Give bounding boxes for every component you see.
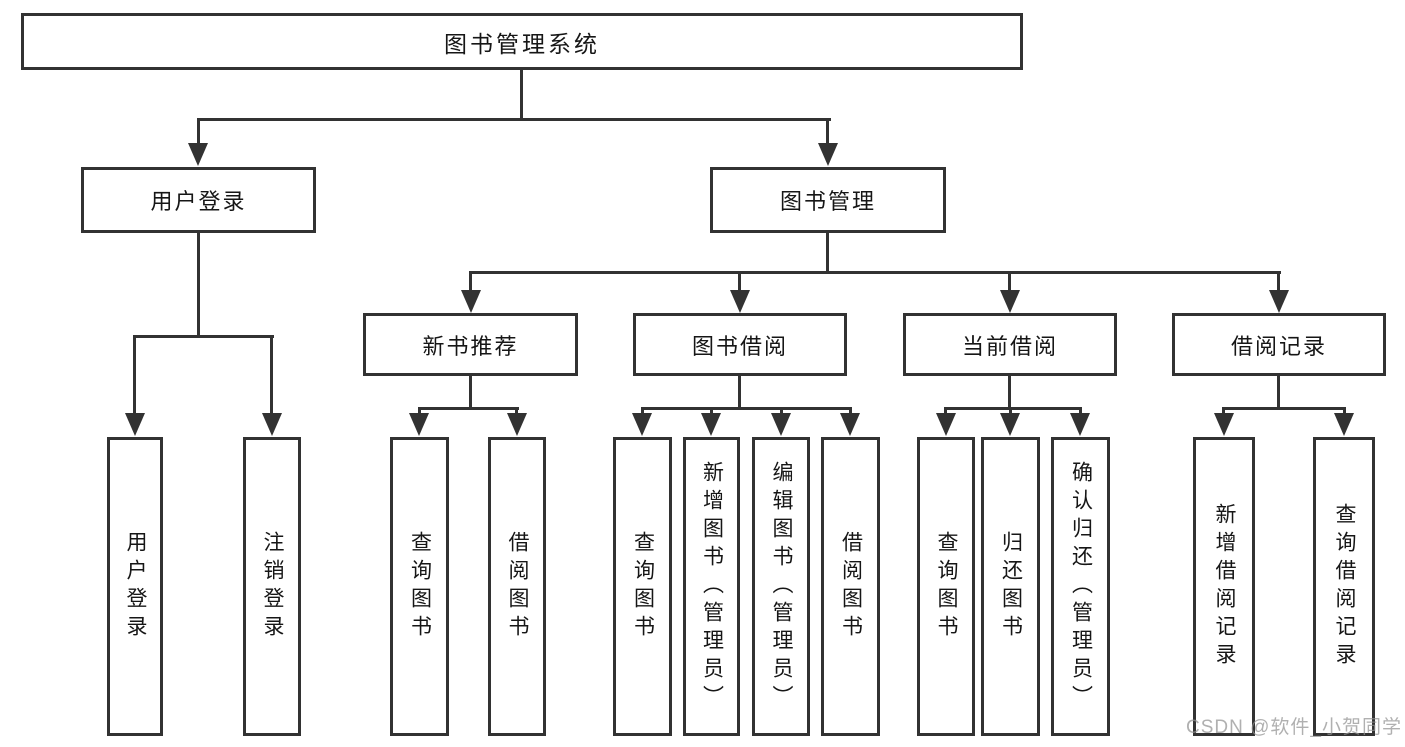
- leaf-label: 新增图书（管理员）: [700, 460, 724, 713]
- connector-vline: [1222, 407, 1225, 417]
- connector-vline: [826, 118, 829, 150]
- leaf-label: 查询图书: [935, 530, 958, 643]
- connector-hline: [133, 335, 274, 338]
- node-label: 当前借阅: [961, 333, 1058, 359]
- leaf-user-login: 用户登录: [107, 437, 163, 736]
- arrowhead-down-icon: [1000, 290, 1020, 313]
- arrowhead-down-icon: [730, 290, 750, 313]
- connector-vline: [1079, 407, 1082, 417]
- connector-vline: [780, 407, 783, 417]
- connector-vline: [849, 407, 852, 417]
- arrowhead-down-icon: [262, 413, 282, 436]
- leaf-label: 查询图书: [408, 530, 432, 643]
- leaf-query-books-current: 查询图书: [917, 437, 975, 736]
- leaf-label: 借阅图书: [839, 530, 863, 643]
- connector-vline: [1009, 407, 1012, 417]
- arrowhead-down-icon: [461, 290, 481, 313]
- leaf-label: 归还图书: [999, 530, 1023, 643]
- leaf-logout: 注销登录: [243, 437, 301, 736]
- node-label: 图书管理系统: [444, 30, 600, 57]
- node-label: 用户登录: [150, 189, 247, 214]
- connector-vline: [270, 335, 273, 417]
- node-current-borrowing: 当前借阅: [903, 313, 1117, 376]
- connector-hline: [1222, 407, 1346, 410]
- arrowhead-down-icon: [1000, 413, 1020, 436]
- connector-vline: [418, 407, 421, 417]
- node-library-management-system: 图书管理系统: [21, 13, 1023, 70]
- leaf-borrow-books-borrowing: 借阅图书: [821, 437, 880, 736]
- leaf-label: 注销登录: [261, 530, 284, 643]
- connector-vline: [133, 335, 136, 417]
- connector-vline: [1343, 407, 1346, 417]
- connector-hline: [641, 407, 852, 410]
- arrowhead-down-icon: [818, 143, 838, 166]
- connector-vline: [520, 69, 523, 121]
- arrowhead-down-icon: [1070, 413, 1090, 436]
- leaf-query-books-recommend: 查询图书: [390, 437, 449, 736]
- leaf-label: 用户登录: [124, 530, 147, 643]
- connector-vline: [469, 376, 472, 409]
- leaf-add-borrow-record: 新增借阅记录: [1193, 437, 1255, 736]
- arrowhead-down-icon: [1214, 413, 1234, 436]
- node-user-login: 用户登录: [81, 167, 316, 233]
- arrowhead-down-icon: [188, 143, 208, 166]
- connector-vline: [710, 407, 713, 417]
- leaf-label: 编辑图书（管理员）: [770, 460, 793, 713]
- node-label: 借阅记录: [1230, 333, 1327, 359]
- arrowhead-down-icon: [936, 413, 956, 436]
- connector-vline: [1008, 376, 1011, 409]
- arrowhead-down-icon: [771, 413, 791, 436]
- arrowhead-down-icon: [409, 413, 429, 436]
- connector-vline: [641, 407, 644, 417]
- connector-vline: [197, 233, 200, 337]
- leaf-confirm-return-admin: 确认归还（管理员）: [1051, 437, 1110, 736]
- connector-vline: [826, 233, 829, 274]
- arrowhead-down-icon: [1334, 413, 1354, 436]
- leaf-add-book-admin: 新增图书（管理员）: [683, 437, 740, 736]
- connector-vline: [1277, 271, 1280, 293]
- connector-vline: [738, 376, 741, 409]
- node-label: 图书借阅: [691, 333, 788, 359]
- leaf-borrow-books-recommend: 借阅图书: [488, 437, 546, 736]
- arrowhead-down-icon: [632, 413, 652, 436]
- node-book-management: 图书管理: [710, 167, 946, 233]
- connector-hline: [197, 118, 831, 121]
- leaf-query-books-borrowing: 查询图书: [613, 437, 672, 736]
- connector-hline: [469, 271, 1281, 274]
- leaf-edit-book-admin: 编辑图书（管理员）: [752, 437, 810, 736]
- connector-vline: [515, 407, 518, 417]
- node-label: 新书推荐: [422, 333, 519, 359]
- connector-hline: [944, 407, 1082, 410]
- connector-vline: [197, 118, 200, 150]
- arrowhead-down-icon: [701, 413, 721, 436]
- leaf-label: 查询借阅记录: [1333, 502, 1356, 671]
- leaf-label: 新增借阅记录: [1213, 502, 1236, 671]
- node-book-borrowing: 图书借阅: [633, 313, 847, 376]
- connector-vline: [1277, 376, 1280, 409]
- leaf-return-books: 归还图书: [981, 437, 1040, 736]
- arrowhead-down-icon: [1269, 290, 1289, 313]
- connector-vline: [738, 271, 741, 293]
- connector-vline: [1008, 271, 1011, 293]
- connector-hline: [418, 407, 519, 410]
- node-new-book-recommendation: 新书推荐: [363, 313, 578, 376]
- arrowhead-down-icon: [125, 413, 145, 436]
- arrowhead-down-icon: [507, 413, 527, 436]
- connector-vline: [469, 271, 472, 293]
- node-borrowing-records: 借阅记录: [1172, 313, 1386, 376]
- leaf-query-borrow-record: 查询借阅记录: [1313, 437, 1375, 736]
- node-label: 图书管理: [779, 189, 876, 214]
- connector-vline: [944, 407, 947, 417]
- leaf-label: 确认归还（管理员）: [1069, 460, 1093, 713]
- arrowhead-down-icon: [840, 413, 860, 436]
- watermark: CSDN @软件_小贺同学: [1186, 717, 1402, 738]
- leaf-label: 借阅图书: [506, 530, 529, 643]
- leaf-label: 查询图书: [631, 530, 655, 643]
